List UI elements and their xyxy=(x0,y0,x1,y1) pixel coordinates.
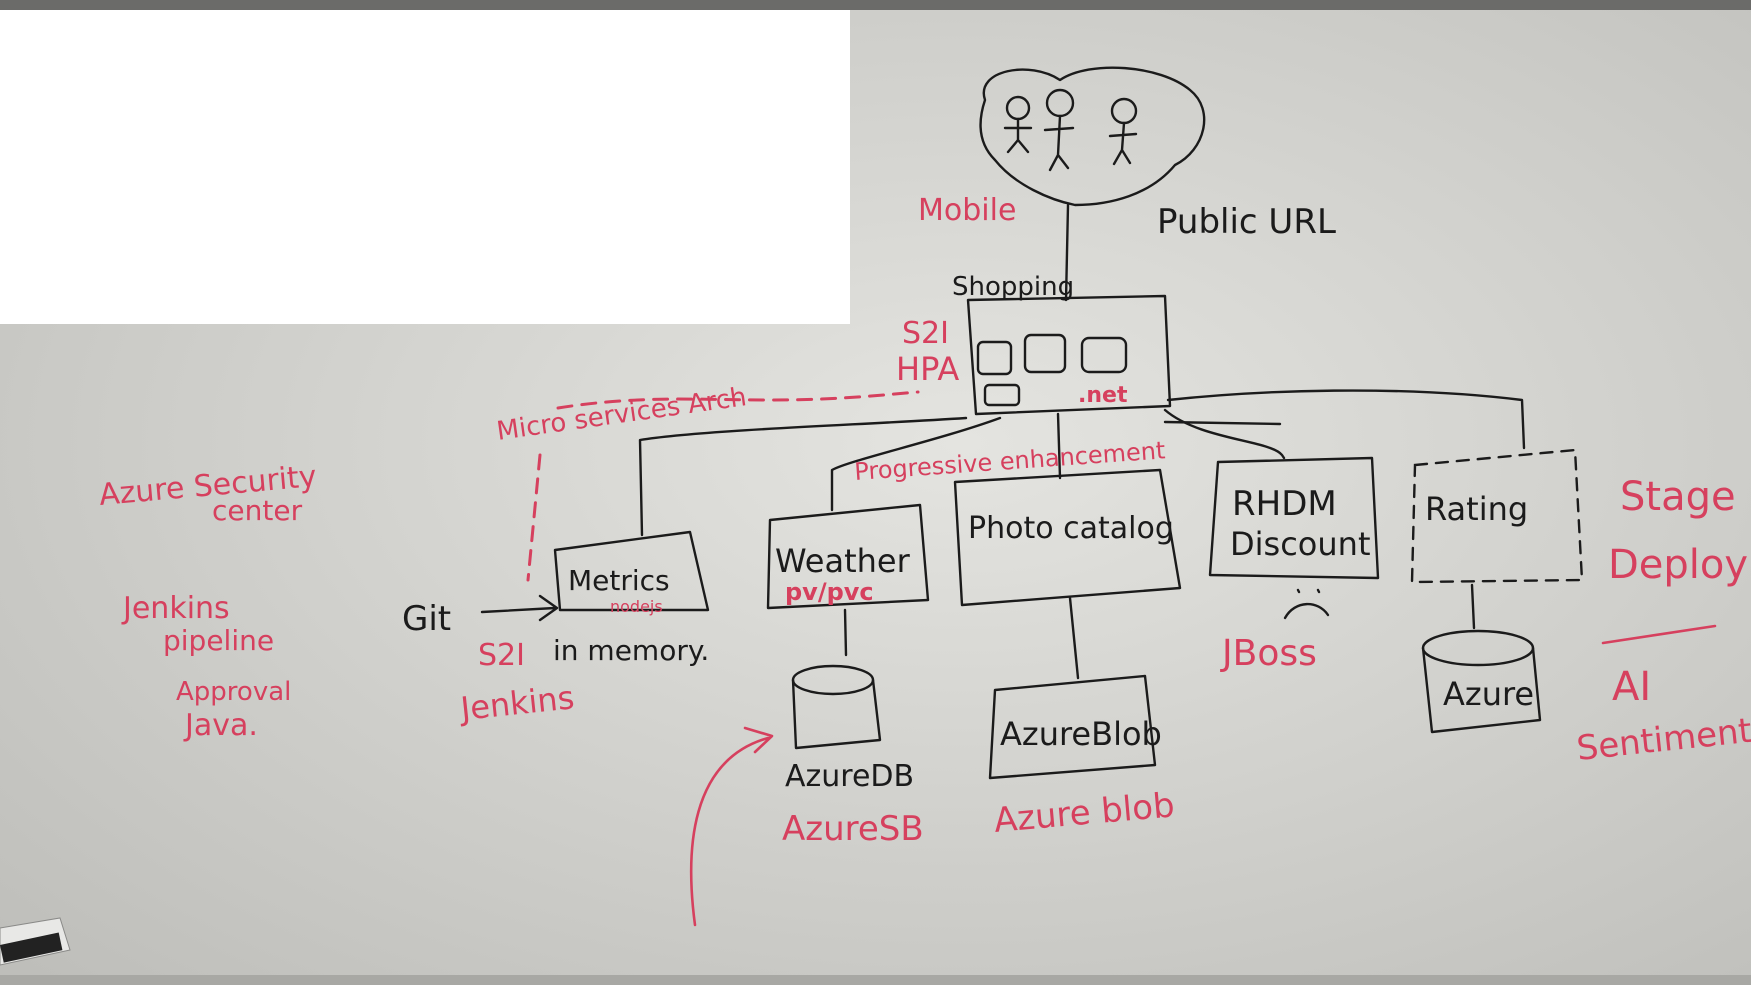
ui-widget xyxy=(1023,333,1067,374)
metrics-label: Metrics xyxy=(568,564,670,597)
hpa-label: HPA xyxy=(896,350,959,388)
deploy-label: Deploy xyxy=(1608,542,1748,588)
ui-widget xyxy=(983,383,1021,407)
redacted-block xyxy=(0,10,850,324)
frown-icon xyxy=(1283,588,1330,620)
pv-pvc-label: pv/pvc xyxy=(785,578,874,606)
rating-label: Rating xyxy=(1425,490,1528,528)
dotnet-label: .net xyxy=(1078,383,1128,408)
in-memory-label: in memory. xyxy=(553,634,709,667)
stick-figure-icon xyxy=(1003,95,1033,154)
metrics-scribble: nodejs xyxy=(610,597,663,616)
git-label: Git xyxy=(402,599,451,639)
ai-label: AI xyxy=(1612,664,1651,710)
mobile-label: Mobile xyxy=(918,193,1016,228)
stick-figure-icon xyxy=(1108,97,1138,166)
jenkins-pipeline-label-3: Approval xyxy=(176,677,291,707)
jenkins-pipeline-label-1: Jenkins xyxy=(121,591,230,626)
jenkins-pipeline-label-4: Java. xyxy=(183,708,258,743)
azure-cylinder xyxy=(1421,629,1542,734)
ui-widget xyxy=(976,340,1013,376)
photo-catalog-label: Photo catalog xyxy=(968,511,1174,546)
azure-db-label: AzureDB xyxy=(785,759,914,794)
azure-db-cylinder xyxy=(791,664,882,750)
weather-label: Weather xyxy=(775,542,911,580)
s2i-top-label: S2I xyxy=(902,316,949,351)
top-shadow-strip xyxy=(0,0,1751,10)
s2i-bottom-label: S2I xyxy=(478,638,525,673)
ui-widget xyxy=(1080,336,1128,374)
azure-sb-label: AzureSB xyxy=(782,809,924,849)
marker-icon xyxy=(0,917,71,966)
jenkins-pipeline-label-2: pipeline xyxy=(163,624,274,657)
stick-figure-icon xyxy=(1043,88,1075,172)
security-center-label: center xyxy=(212,494,303,527)
discount-label: Discount xyxy=(1230,525,1370,563)
azure-cylinder-label: Azure xyxy=(1443,675,1534,713)
rhdm-label: RHDM xyxy=(1232,484,1337,524)
shopping-label: Shopping xyxy=(952,272,1074,302)
users-cloud xyxy=(979,66,1206,207)
azure-blob-box-label: AzureBlob xyxy=(1000,715,1162,753)
jboss-label: JBoss xyxy=(1220,633,1317,674)
public-url-label: Public URL xyxy=(1157,202,1336,242)
board-bottom-edge xyxy=(0,975,1751,985)
stage-label: Stage xyxy=(1620,474,1736,520)
